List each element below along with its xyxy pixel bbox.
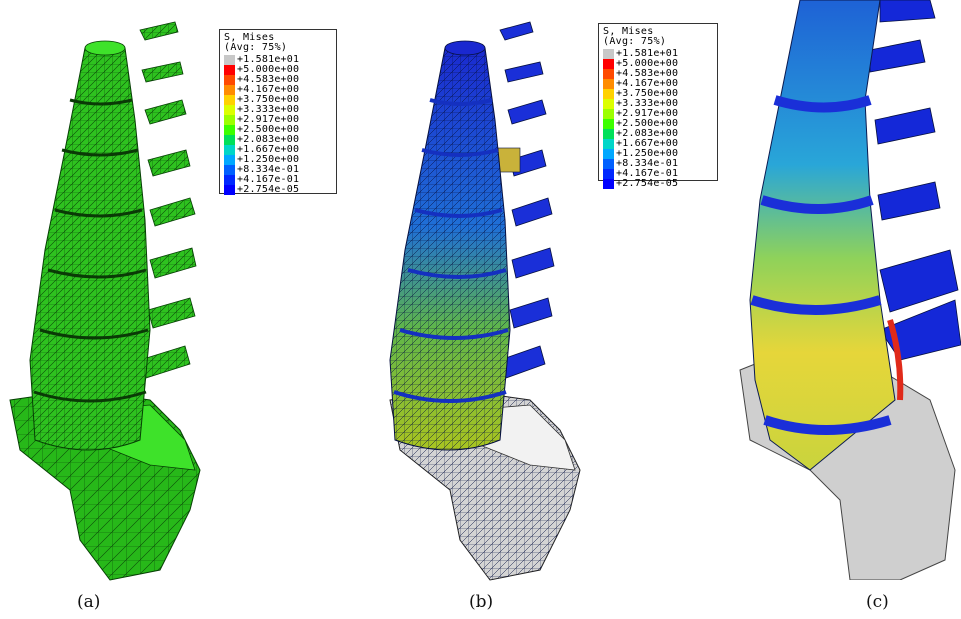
legend-row: +2.083e+00: [224, 135, 332, 145]
legend-value: +5.000e+00: [237, 64, 300, 75]
legend-row: +4.583e+00: [224, 75, 332, 85]
legend-swatch: [224, 165, 235, 175]
legend-value: +2.083e+00: [616, 128, 679, 139]
legend-value: +2.917e+00: [237, 114, 300, 125]
legend-row: +3.750e+00: [224, 95, 332, 105]
legend-swatch: [224, 145, 235, 155]
legend-row: +1.581e+01: [603, 49, 713, 59]
legend-value: +2.500e+00: [237, 124, 300, 135]
legend-value: +1.581e+01: [237, 54, 300, 65]
legend-value: +8.334e-01: [237, 164, 300, 175]
legend-row: +4.167e-01: [224, 175, 332, 185]
legend-value: +2.917e+00: [616, 108, 679, 119]
legend-row: +1.250e+00: [224, 155, 332, 165]
legend-row: +1.667e+00: [603, 139, 713, 149]
legend-row: +8.334e-01: [224, 165, 332, 175]
legend-value: +2.754e-05: [237, 184, 300, 195]
legend-row: +1.581e+01: [224, 55, 332, 65]
legend-swatch: [603, 49, 614, 59]
stress-legend-b: S, Mises (Avg: 75%) +1.581e+01 +5.000e+0…: [598, 23, 718, 189]
legend-swatch: [224, 125, 235, 135]
legend-subtitle: (Avg: 75%): [224, 42, 288, 53]
legend-swatch: [603, 99, 614, 109]
model-a-mesh-image: [9, 21, 201, 581]
legend-swatch: [224, 135, 235, 145]
legend-swatch: [603, 169, 614, 179]
legend-title: S, Mises: [224, 32, 275, 43]
legend-title: S, Mises: [603, 26, 654, 37]
caption-b: (b): [469, 592, 494, 612]
legend-swatch: [224, 75, 235, 85]
legend-row: +4.167e+00: [224, 85, 332, 95]
legend-row: +3.750e+00: [603, 89, 713, 99]
legend-row: +4.167e+00: [603, 79, 713, 89]
legend-value: +1.250e+00: [616, 148, 679, 159]
legend-swatch: [224, 155, 235, 165]
legend-row: +1.250e+00: [603, 149, 713, 159]
legend-value: +8.334e-01: [616, 158, 679, 169]
legend-swatch: [224, 95, 235, 105]
legend-row: +5.000e+00: [603, 59, 713, 69]
legend-swatch: [603, 139, 614, 149]
legend-value: +4.583e+00: [237, 74, 300, 85]
legend-value: +5.000e+00: [616, 58, 679, 69]
legend-swatch: [603, 179, 614, 189]
legend-value: +3.333e+00: [237, 104, 300, 115]
legend-swatch: [224, 65, 235, 75]
caption-a: (a): [77, 592, 101, 612]
model-c-zoom-image: [739, 0, 961, 580]
legend-swatch: [224, 85, 235, 95]
legend-swatch: [603, 159, 614, 169]
legend-row: +2.500e+00: [603, 119, 713, 129]
legend-value: +4.583e+00: [616, 68, 679, 79]
stress-legend-a: S, Mises (Avg: 75%) +1.581e+01 +5.000e+0…: [219, 29, 337, 195]
legend-subtitle: (Avg: 75%): [603, 36, 667, 47]
legend-row: +4.167e-01: [603, 169, 713, 179]
legend-swatch: [224, 55, 235, 65]
legend-row: +8.334e-01: [603, 159, 713, 169]
legend-swatch: [224, 175, 235, 185]
legend-value: +1.581e+01: [616, 48, 679, 59]
legend-swatch: [603, 109, 614, 119]
legend-row: +5.000e+00: [224, 65, 332, 75]
legend-row: +2.083e+00: [603, 129, 713, 139]
legend-swatch: [603, 69, 614, 79]
legend-value: +1.667e+00: [237, 144, 300, 155]
legend-row: +1.667e+00: [224, 145, 332, 155]
legend-swatch: [603, 59, 614, 69]
legend-swatch: [224, 115, 235, 125]
legend-swatch: [603, 79, 614, 89]
legend-value: +4.167e-01: [616, 168, 679, 179]
legend-value: +3.750e+00: [237, 94, 300, 105]
legend-rows: +1.581e+01 +5.000e+00 +4.583e+00 +4.167e…: [603, 49, 713, 189]
legend-value: +2.754e-05: [616, 178, 679, 189]
legend-value: +1.667e+00: [616, 138, 679, 149]
caption-c: (c): [866, 592, 889, 612]
legend-row: +2.754e-05: [603, 179, 713, 189]
legend-row: +4.583e+00: [603, 69, 713, 79]
legend-rows: +1.581e+01 +5.000e+00 +4.583e+00 +4.167e…: [224, 55, 332, 195]
model-b-stress-image: [389, 21, 581, 581]
legend-value: +1.250e+00: [237, 154, 300, 165]
legend-swatch: [603, 129, 614, 139]
legend-value: +2.083e+00: [237, 134, 300, 145]
legend-swatch: [224, 105, 235, 115]
legend-row: +2.500e+00: [224, 125, 332, 135]
legend-row: +2.917e+00: [224, 115, 332, 125]
legend-row: +2.754e-05: [224, 185, 332, 195]
legend-value: +4.167e+00: [616, 78, 679, 89]
legend-row: +2.917e+00: [603, 109, 713, 119]
legend-swatch: [603, 119, 614, 129]
legend-value: +2.500e+00: [616, 118, 679, 129]
legend-value: +3.333e+00: [616, 98, 679, 109]
legend-value: +3.750e+00: [616, 88, 679, 99]
legend-row: +3.333e+00: [224, 105, 332, 115]
legend-value: +4.167e+00: [237, 84, 300, 95]
legend-row: +3.333e+00: [603, 99, 713, 109]
legend-swatch: [603, 89, 614, 99]
legend-swatch: [603, 149, 614, 159]
legend-swatch: [224, 185, 235, 195]
legend-value: +4.167e-01: [237, 174, 300, 185]
